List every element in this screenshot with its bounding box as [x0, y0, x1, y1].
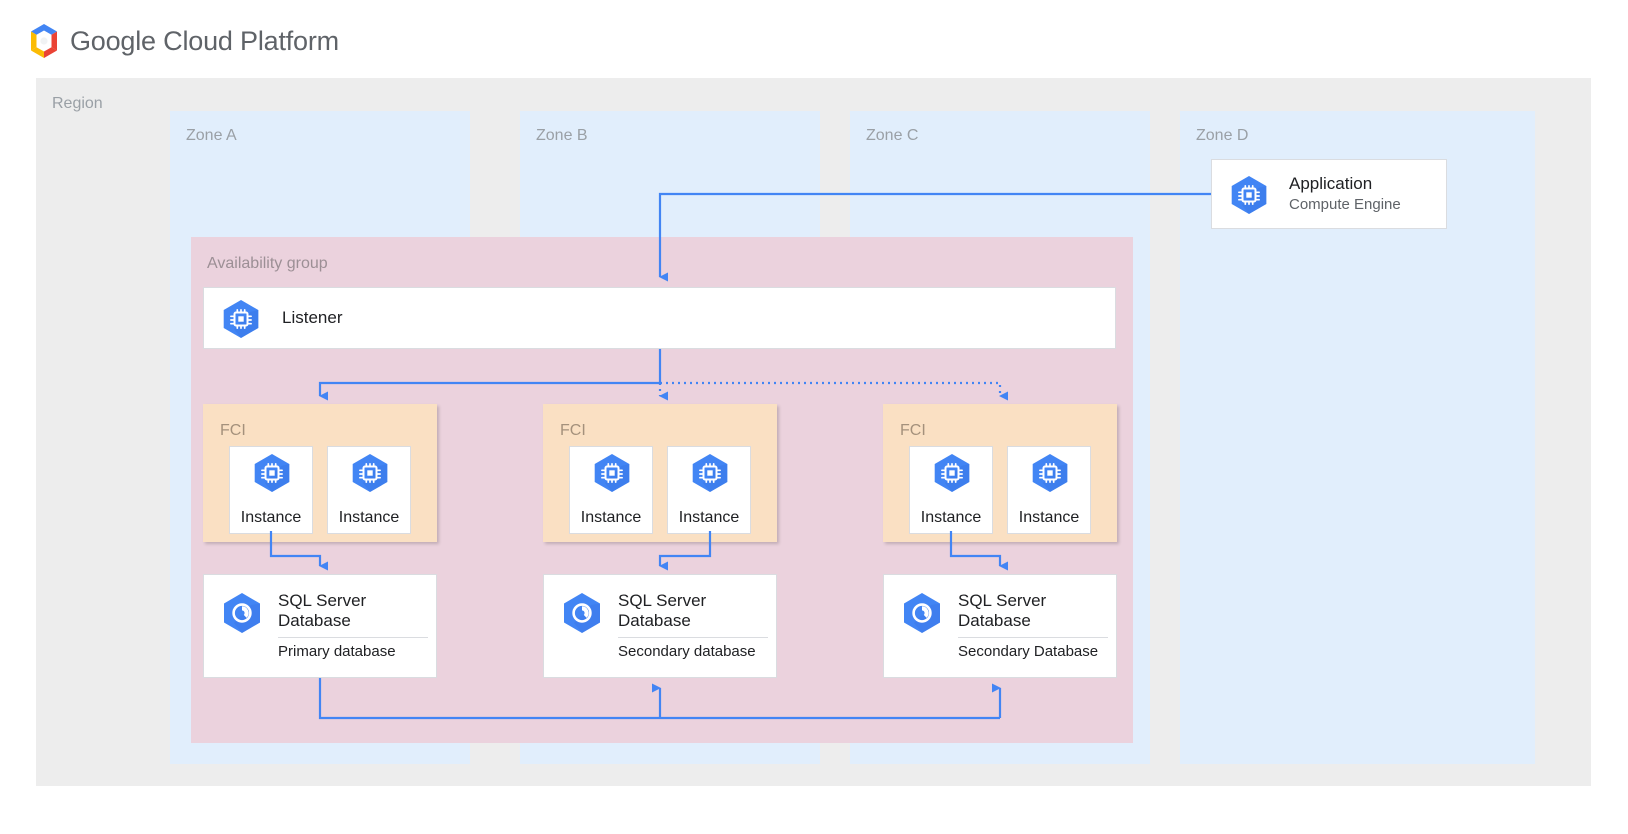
instance-label: Instance [1018, 509, 1080, 526]
instance-label: Instance [240, 509, 302, 526]
database-title: SQL Server Database [278, 591, 367, 630]
fci-cluster-zone-c: FCI Instance [883, 404, 1117, 542]
wordmark-google: Google [70, 26, 156, 56]
compute-engine-icon [594, 454, 630, 492]
compute-engine-icon [934, 454, 970, 492]
application-card[interactable]: Application Compute Engine [1211, 159, 1447, 229]
application-subtitle: Compute Engine [1289, 196, 1401, 213]
database-card-primary[interactable]: SQL Server Database Primary database [203, 574, 437, 678]
instance-label: Instance [338, 509, 400, 526]
instance-box[interactable]: Instance [229, 446, 313, 534]
instance-box[interactable]: Instance [667, 446, 751, 534]
instance-label: Instance [678, 509, 740, 526]
compute-engine-icon [1032, 454, 1068, 492]
availability-group-label: Availability group [207, 255, 328, 272]
database-card-secondary-c[interactable]: SQL Server Database Secondary Database [883, 574, 1117, 678]
fci-label: FCI [900, 422, 926, 439]
fci-label: FCI [560, 422, 586, 439]
divider [278, 637, 428, 638]
database-card-secondary-b[interactable]: SQL Server Database Secondary database [543, 574, 777, 678]
region-label: Region [52, 95, 103, 112]
database-role: Secondary Database [958, 643, 1099, 660]
database-role: Secondary database [618, 643, 756, 660]
compute-engine-icon [1231, 176, 1267, 214]
database-role: Primary database [278, 643, 396, 660]
zone-c-label: Zone C [866, 127, 919, 144]
divider [618, 637, 768, 638]
page-header: Google Cloud Platform [0, 0, 1628, 76]
divider [958, 637, 1108, 638]
zone-d-label: Zone D [1196, 127, 1249, 144]
application-title: Application [1289, 174, 1373, 193]
database-title: SQL Server Database [618, 591, 707, 630]
compute-engine-icon [352, 454, 388, 492]
fci-cluster-zone-b: FCI Instance [543, 404, 777, 542]
instance-box[interactable]: Instance [1007, 446, 1091, 534]
sql-server-database-icon [904, 593, 940, 633]
instance-box[interactable]: Instance [569, 446, 653, 534]
sql-server-database-icon [224, 593, 260, 633]
wordmark-cloud-platform: Cloud Platform [155, 26, 339, 56]
fci-label: FCI [220, 422, 246, 439]
database-title: SQL Server Database [958, 591, 1047, 630]
listener-card[interactable]: Listener [203, 287, 1116, 349]
compute-engine-icon [223, 300, 259, 338]
listener-label: Listener [282, 308, 343, 327]
instance-label: Instance [920, 509, 982, 526]
instance-box[interactable]: Instance [327, 446, 411, 534]
fci-cluster-zone-a: FCI Instance [203, 404, 437, 542]
zone-b-label: Zone B [536, 127, 588, 144]
google-cloud-platform-logo-icon [31, 24, 57, 58]
compute-engine-icon [692, 454, 728, 492]
sql-server-database-icon [564, 593, 600, 633]
instance-label: Instance [580, 509, 642, 526]
compute-engine-icon [254, 454, 290, 492]
instance-box[interactable]: Instance [909, 446, 993, 534]
zone-a-label: Zone A [186, 127, 237, 144]
page-title: Google Cloud Platform [70, 26, 339, 57]
